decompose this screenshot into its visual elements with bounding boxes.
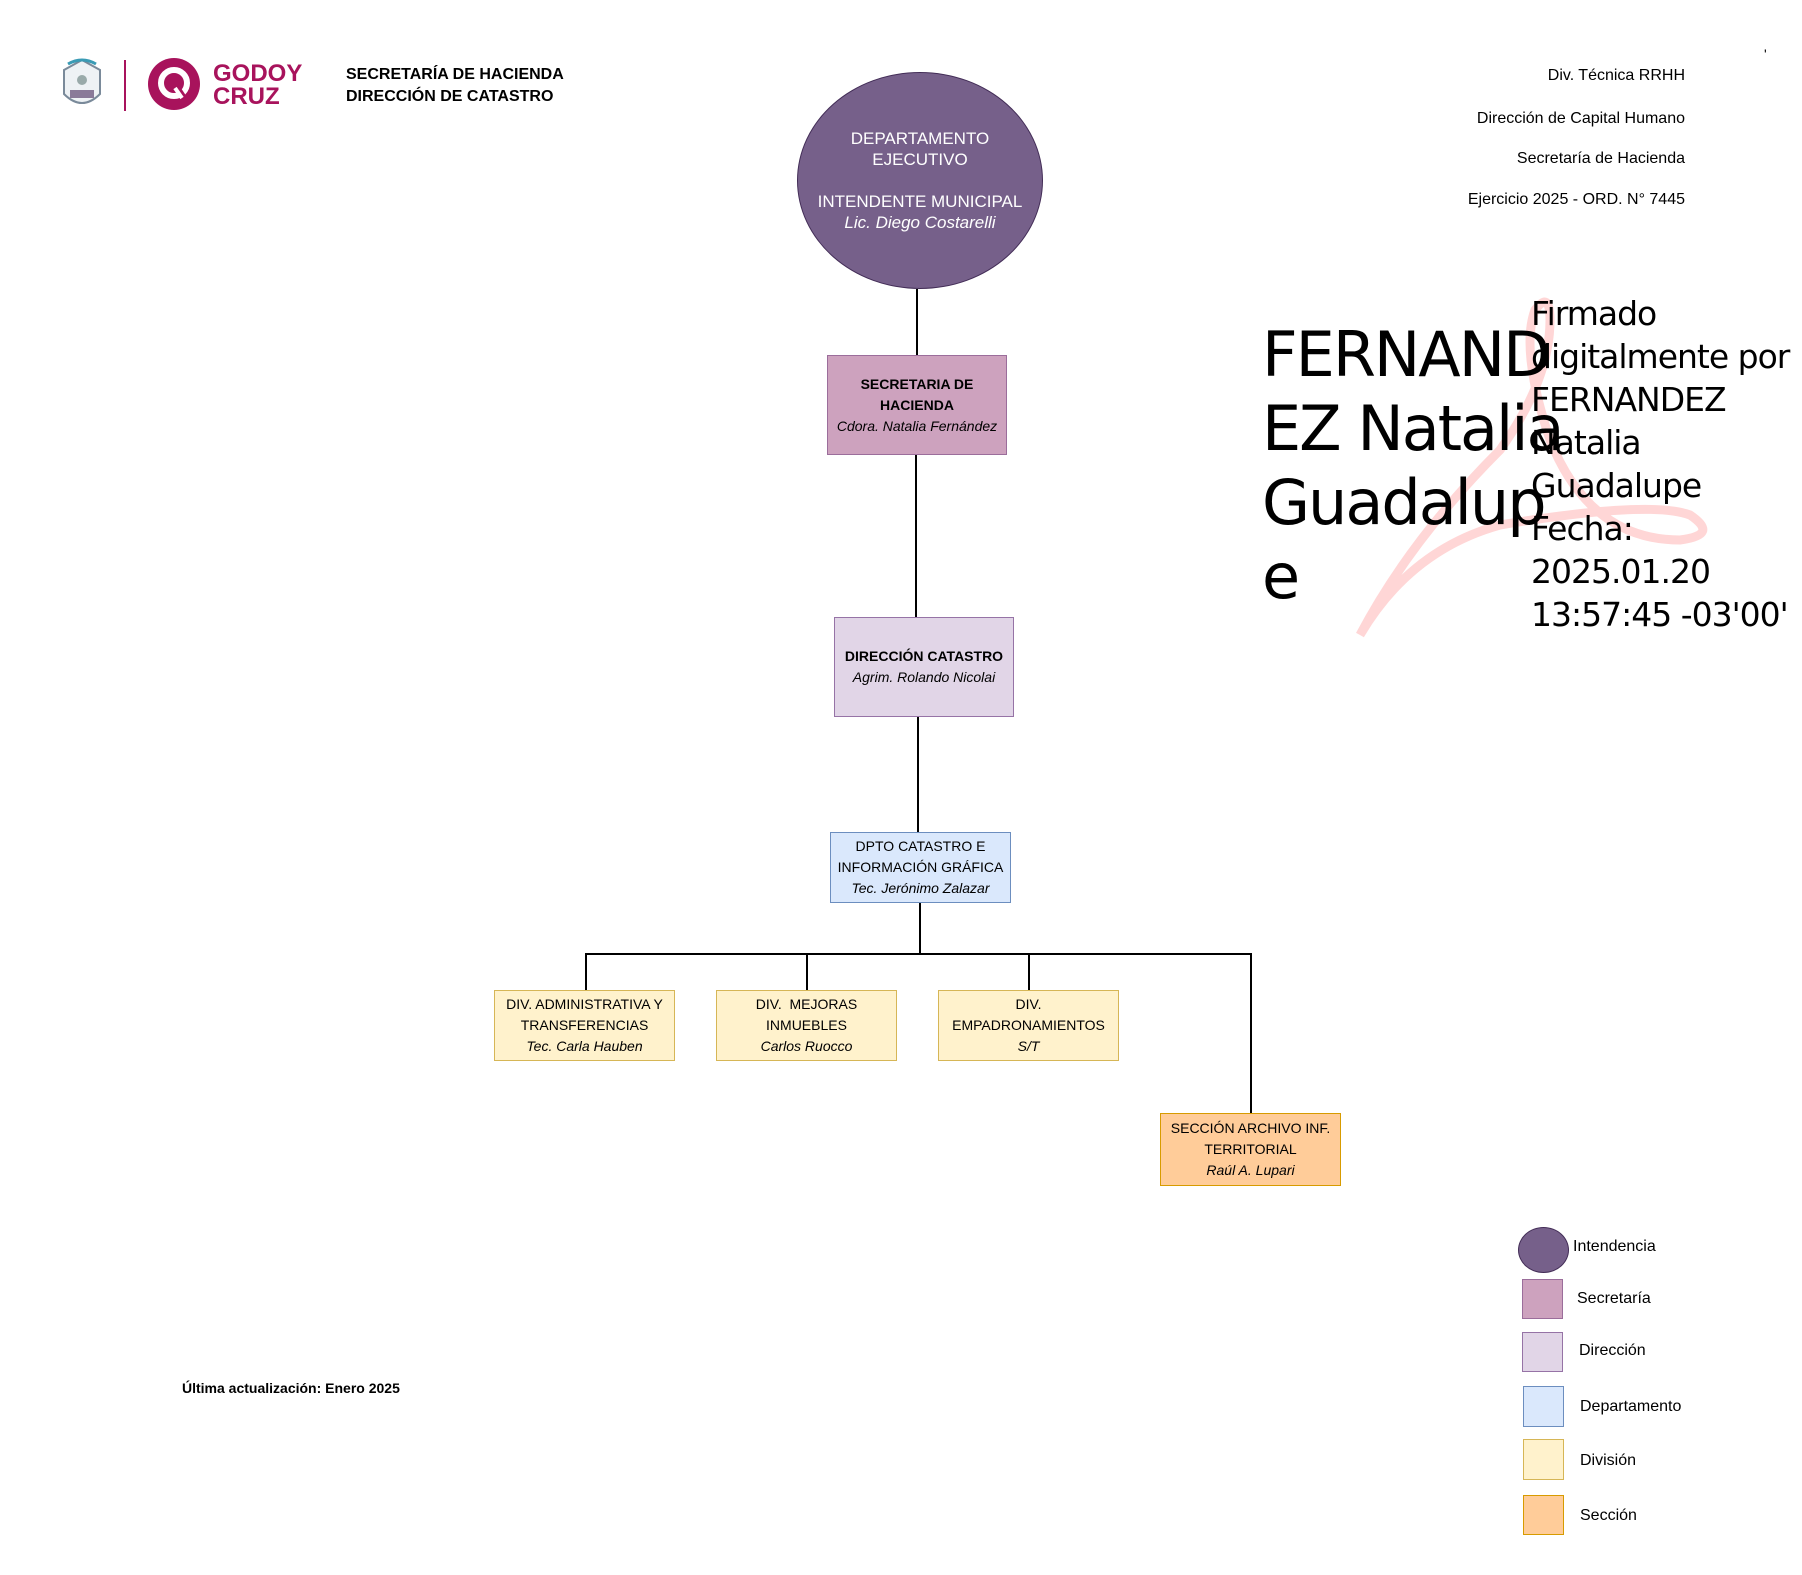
header-right-line: Dirección de Capital Humano [1476,110,1685,127]
node-div-mejoras[interactable]: DIV. MEJORAS INMUEBLES Carlos Ruocco [716,990,897,1061]
header-title: SECRETARÍA DE HACIENDA DIRECCIÓN DE CATA… [346,66,564,105]
brand-logo-text: GODOY CRUZ [213,60,303,110]
signature-details: Firmado digitalmente por FERNANDEZ Natal… [1531,294,1790,634]
last-updated: Última actualización: Enero 2025 [182,1380,400,1396]
connector [916,289,918,355]
municipal-emblem-icon [63,58,101,104]
legend-swatch-intendencia [1518,1227,1569,1273]
node-dpto-catastro[interactable]: DPTO CATASTRO E INFORMACIÓN GRÁFICA Tec.… [830,832,1011,903]
tick-mark: ' [1764,46,1767,62]
header-right-line: Ejercicio 2025 - ORD. N° 7445 [1467,191,1685,208]
connector [917,717,919,832]
connector [585,953,587,990]
legend-label: División [1580,1452,1637,1469]
node-div-administrativa[interactable]: DIV. ADMINISTRATIVA Y TRANSFERENCIAS Tec… [494,990,675,1061]
legend-swatch-secretaria [1522,1279,1563,1319]
legend-swatch-direccion [1522,1332,1563,1372]
connector [919,903,921,953]
connector [1250,953,1252,1113]
connector [585,953,1251,955]
logo-divider [124,60,126,111]
legend-label: Sección [1580,1507,1637,1524]
connector [915,455,917,617]
header-right-line: Secretaría de Hacienda [1516,150,1685,167]
node-direccion-catastro[interactable]: DIRECCIÓN CATASTRO Agrim. Rolando Nicola… [834,617,1014,717]
header-right-line: Div. Técnica RRHH [1547,67,1685,84]
adobe-signature-watermark-icon [1356,297,1708,638]
connector [1028,953,1030,990]
legend-label: Secretaría [1577,1290,1651,1307]
node-div-empadronamientos[interactable]: DIV. EMPADRONAMIENTOS S/T [938,990,1119,1061]
node-seccion-archivo[interactable]: SECCIÓN ARCHIVO INF. TERRITORIAL Raúl A.… [1160,1113,1341,1186]
godoy-cruz-logo-icon [148,58,200,110]
legend-swatch-departamento [1523,1386,1564,1427]
connector [806,953,808,990]
legend-swatch-division [1523,1439,1564,1480]
legend-label: Dirección [1579,1342,1646,1359]
node-departamento-ejecutivo[interactable]: DEPARTAMENTO EJECUTIVO INTENDENTE MUNICI… [797,72,1043,289]
node-secretaria-hacienda[interactable]: SECRETARIA DE HACIENDA Cdora. Natalia Fe… [827,355,1007,455]
legend-label: Intendencia [1573,1238,1656,1255]
legend-label: Departamento [1580,1398,1682,1415]
signature-name: FERNAND EZ Natalia Guadalup e [1262,318,1564,613]
legend-swatch-seccion [1523,1495,1564,1535]
